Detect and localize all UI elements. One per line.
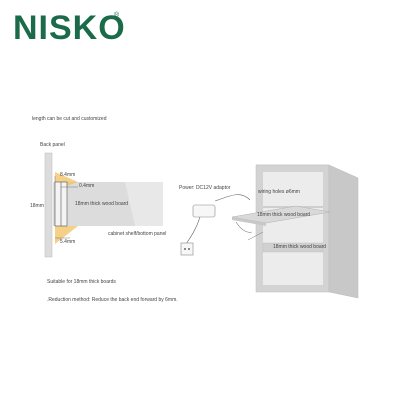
wall-socket bbox=[180, 242, 194, 256]
note-reduction: .Reduction method: Reduce the back end f… bbox=[47, 297, 178, 303]
inner-shelf bbox=[262, 242, 324, 253]
wiring-holes-label: wiring holes ø6mm bbox=[258, 189, 300, 195]
adaptor-cable-top bbox=[214, 194, 251, 202]
label-back-panel: Back panel bbox=[40, 142, 65, 148]
registered-mark: ® bbox=[114, 11, 120, 19]
power-adaptor bbox=[180, 194, 253, 256]
power-label: Power: DC12V adaptor bbox=[179, 185, 231, 191]
brand-logo-text: NISKO bbox=[13, 9, 125, 44]
shelf-board-edge bbox=[125, 182, 163, 226]
cabinet-back-wall bbox=[263, 172, 323, 285]
shelf-out-label: 18mm thick wood board bbox=[257, 212, 311, 218]
shelf-in-label: 18mm thick wood board bbox=[273, 244, 327, 250]
adaptor-cable-bottom bbox=[185, 216, 201, 245]
dim-gap-label: 0.4mm bbox=[79, 183, 95, 189]
cabinet bbox=[231, 164, 359, 299]
board-label: 18mm thick wood board bbox=[75, 201, 129, 207]
note-cut-customized: length can be cut and customized bbox=[32, 116, 107, 122]
dim-height-label: 18mm bbox=[30, 203, 44, 209]
adaptor-arrow bbox=[235, 221, 253, 233]
back-panel bbox=[44, 152, 53, 258]
pull-out-shelf bbox=[231, 205, 331, 224]
profile-cross-section bbox=[44, 152, 163, 258]
shelf-panel-label: cabinet shelf/bottom panel bbox=[108, 231, 167, 237]
led-glow-bottom bbox=[55, 226, 78, 244]
shelf-arrow bbox=[247, 231, 264, 241]
cabinet-right-side bbox=[328, 164, 359, 299]
dim-top-label: 8.4mm bbox=[60, 172, 76, 178]
note-suitable: Suitable for 18mm thick boards bbox=[47, 279, 116, 285]
nisko-logo: NISKO ® bbox=[13, 9, 125, 44]
dim-bottom-label: 5.4mm bbox=[60, 239, 76, 245]
adaptor-body bbox=[192, 204, 216, 218]
